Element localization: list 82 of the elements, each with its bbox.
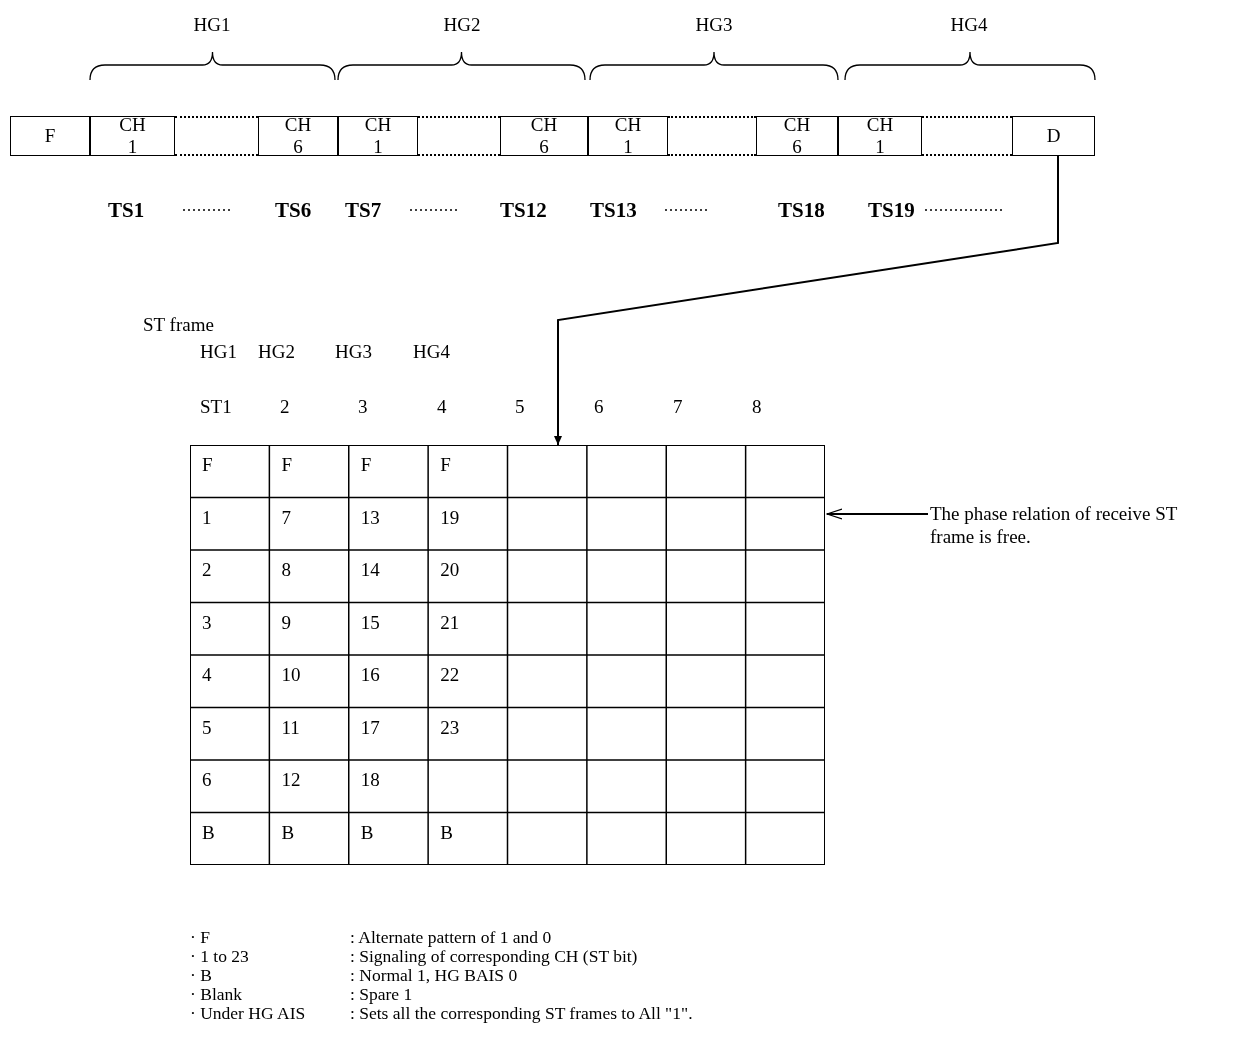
table-cell-text: 22 bbox=[440, 664, 460, 686]
column-header: 8 bbox=[752, 396, 762, 418]
column-header: 7 bbox=[673, 396, 683, 418]
table-cell-text: 8 bbox=[281, 559, 291, 581]
table-cell-text: B bbox=[202, 821, 215, 844]
column-header: 6 bbox=[594, 396, 604, 418]
time-slot-label: TS18 bbox=[778, 199, 825, 221]
table-cell-text: 4 bbox=[202, 664, 212, 686]
arrow bbox=[554, 155, 1059, 446]
legend-definition: : Sets all the corresponding ST frames to All "1". bbox=[350, 1004, 693, 1023]
legend-term: · F bbox=[190, 928, 210, 947]
table-cell-text: 6 bbox=[202, 769, 212, 791]
arrow bbox=[826, 508, 929, 520]
table-cell-text: 13 bbox=[360, 506, 380, 529]
table-cell-text: F bbox=[440, 454, 451, 476]
time-slot-cell: F bbox=[10, 116, 90, 156]
table-cell-text: 23 bbox=[440, 716, 460, 739]
column-header: HG3 bbox=[335, 341, 372, 363]
time-slot-cell: CH 1 bbox=[90, 116, 175, 156]
time-slot-cell: D bbox=[1012, 116, 1095, 156]
group-label: HG3 bbox=[695, 14, 733, 36]
omitted-slots-cell bbox=[668, 116, 756, 156]
table-cell-text: 19 bbox=[440, 506, 460, 529]
axis-title: ST frame bbox=[143, 314, 214, 336]
table-cell-text: 21 bbox=[440, 611, 460, 634]
column-header: HG4 bbox=[413, 341, 450, 363]
time-slot-cell: CH 1 bbox=[338, 116, 418, 156]
time-slot-cell: CH 1 bbox=[838, 116, 922, 156]
column-header: HG2 bbox=[258, 341, 295, 363]
time-slot-cell: CH 6 bbox=[500, 116, 588, 156]
time-slot-label: TS1 bbox=[108, 199, 145, 221]
table-cell-text: 17 bbox=[360, 716, 380, 739]
legend-definition: : Spare 1 bbox=[350, 985, 413, 1004]
omitted-slots-cell bbox=[418, 116, 500, 156]
group-label: HG2 bbox=[443, 14, 481, 36]
time-slot-cell: CH 6 bbox=[258, 116, 338, 156]
time-slot-label: TS19 bbox=[868, 199, 915, 221]
table-cell-text: 14 bbox=[360, 559, 380, 581]
omitted-slots-cell bbox=[175, 116, 258, 156]
table-cell-text: 9 bbox=[281, 611, 291, 634]
table-cell-text: 12 bbox=[281, 769, 301, 791]
table-cell-text: 2 bbox=[202, 559, 212, 581]
time-slot-cell: CH 6 bbox=[756, 116, 838, 156]
table-cell-text: 1 bbox=[202, 506, 212, 529]
table-cell-text: F bbox=[202, 454, 213, 476]
table-cell-text: B bbox=[440, 821, 453, 844]
legend-term: · 1 to 23 bbox=[190, 947, 249, 966]
table-cell-text: 5 bbox=[202, 716, 212, 739]
table-cell-text: F bbox=[281, 454, 292, 476]
table-cell-text: 16 bbox=[360, 664, 380, 686]
table-cell-text: 3 bbox=[202, 611, 212, 634]
time-slot-label: TS13 bbox=[590, 199, 637, 221]
table-cell-text: 7 bbox=[281, 506, 291, 529]
legend-definition: : Signaling of corresponding CH (ST bit) bbox=[350, 947, 638, 966]
group-label: HG1 bbox=[193, 14, 231, 36]
time-slot-label: TS6 bbox=[275, 199, 312, 221]
table-cell-text: B bbox=[281, 821, 295, 844]
table-cell-text: 15 bbox=[360, 611, 380, 634]
table-cell-text: 18 bbox=[360, 769, 380, 791]
time-slot-cell: CH 1 bbox=[588, 116, 668, 156]
table-cell-text: B bbox=[360, 821, 374, 844]
legend-term: · Under HG AIS bbox=[190, 1004, 306, 1023]
group-label: HG4 bbox=[950, 14, 988, 36]
column-header: HG1 bbox=[200, 341, 237, 363]
legend-definition: : Alternate pattern of 1 and 0 bbox=[350, 928, 552, 947]
table-cell-text: 11 bbox=[281, 716, 300, 739]
time-slot-label: TS12 bbox=[500, 199, 547, 221]
omitted-slots-cell bbox=[922, 116, 1012, 156]
column-header: 4 bbox=[437, 396, 447, 418]
legend-definition: : Normal 1, HG BAIS 0 bbox=[350, 966, 518, 985]
st-frame-table bbox=[190, 445, 825, 865]
column-header: ST1 bbox=[200, 396, 232, 418]
column-header: 3 bbox=[358, 396, 368, 418]
note-text: The phase relation of receive ST frame is free. bbox=[930, 502, 1192, 548]
legend-term: · Blank bbox=[190, 985, 242, 1004]
column-header: 2 bbox=[280, 396, 290, 418]
table-cell-text: F bbox=[360, 454, 372, 476]
time-slot-label: TS7 bbox=[345, 199, 382, 221]
column-header: 5 bbox=[515, 396, 525, 418]
table-cell-text: 10 bbox=[281, 664, 301, 686]
table-cell-text: 20 bbox=[440, 559, 460, 581]
legend-term: · B bbox=[190, 966, 212, 985]
